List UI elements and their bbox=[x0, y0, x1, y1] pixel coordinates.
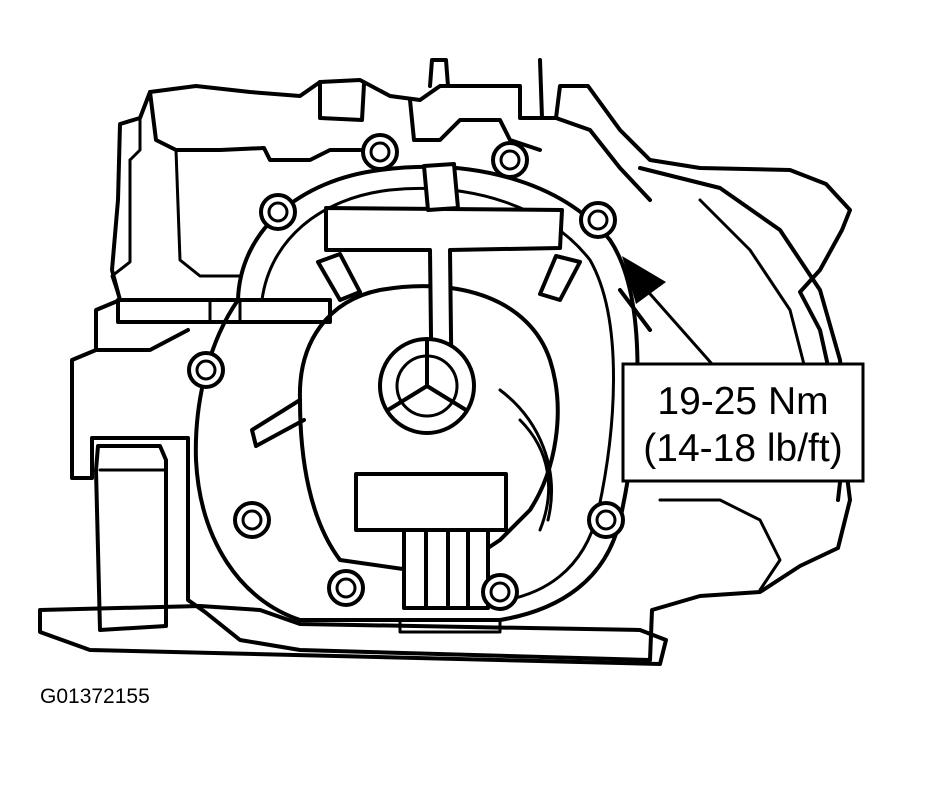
transaxle-housing-drawing bbox=[38, 58, 852, 666]
bolt-group bbox=[187, 133, 625, 611]
torque-metric-label: 19-25 Nm bbox=[657, 380, 828, 423]
callout-box bbox=[621, 362, 865, 483]
torque-imperial-label: (14-18 lb/ft) bbox=[643, 427, 842, 470]
bolt-icon bbox=[361, 133, 399, 171]
bolt-icon bbox=[481, 573, 519, 611]
callout-arrow-icon bbox=[622, 256, 666, 304]
bolt-icon bbox=[259, 193, 297, 231]
bolt-icon bbox=[187, 351, 225, 389]
bolt-icon bbox=[491, 141, 529, 179]
bolt-icon bbox=[233, 501, 271, 539]
bolt-icon bbox=[579, 201, 617, 239]
figure-id-label: G01372155 bbox=[40, 685, 150, 708]
bolt-icon bbox=[587, 501, 625, 539]
torque-callout: 19-25 Nm (14-18 lb/ft) bbox=[621, 256, 865, 483]
bolt-icon bbox=[327, 569, 365, 607]
